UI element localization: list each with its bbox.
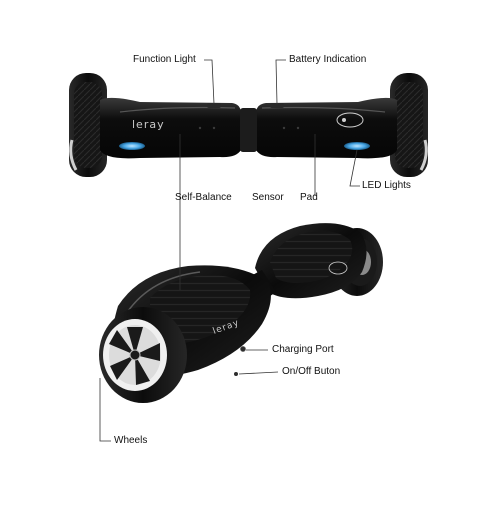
power-button bbox=[234, 372, 238, 376]
function-light bbox=[207, 103, 221, 108]
label-on-off-button: On/Off Buton bbox=[282, 366, 341, 377]
center-joint bbox=[240, 108, 257, 152]
perspective-hoverboard: leray bbox=[99, 223, 383, 403]
label-led-lights: LED Lights bbox=[362, 180, 411, 191]
label-self-balance: Self-Balance bbox=[175, 192, 232, 203]
leader-lines bbox=[99, 59, 360, 442]
top-right-wheel bbox=[390, 73, 428, 177]
label-sensor: Sensor bbox=[252, 192, 284, 203]
top-left-wheel bbox=[69, 73, 107, 177]
rear-foot-pad bbox=[270, 231, 353, 283]
label-battery-indication: Battery Indication bbox=[289, 54, 367, 65]
leader-function-light bbox=[204, 59, 215, 105]
label-pad: Pad bbox=[300, 192, 318, 203]
label-wheels: Wheels bbox=[114, 435, 148, 446]
leader-on-off-button bbox=[238, 371, 279, 375]
top-view-hoverboard: leray bbox=[69, 73, 428, 177]
label-charging-port: Charging Port bbox=[272, 344, 334, 355]
leader-battery-indication bbox=[275, 59, 286, 105]
led-light-left bbox=[119, 142, 145, 150]
led-light-right bbox=[344, 142, 370, 150]
brand-badge-top bbox=[336, 112, 364, 128]
leader-wheels bbox=[99, 378, 111, 442]
charging-port bbox=[240, 346, 246, 352]
battery-indicator bbox=[270, 103, 284, 108]
label-function-light: Function Light bbox=[133, 54, 196, 65]
brand-logo-top: leray bbox=[132, 118, 165, 131]
front-wheel bbox=[99, 307, 187, 403]
brand-badge-perspective bbox=[328, 261, 348, 275]
leader-led-lights bbox=[349, 149, 360, 187]
